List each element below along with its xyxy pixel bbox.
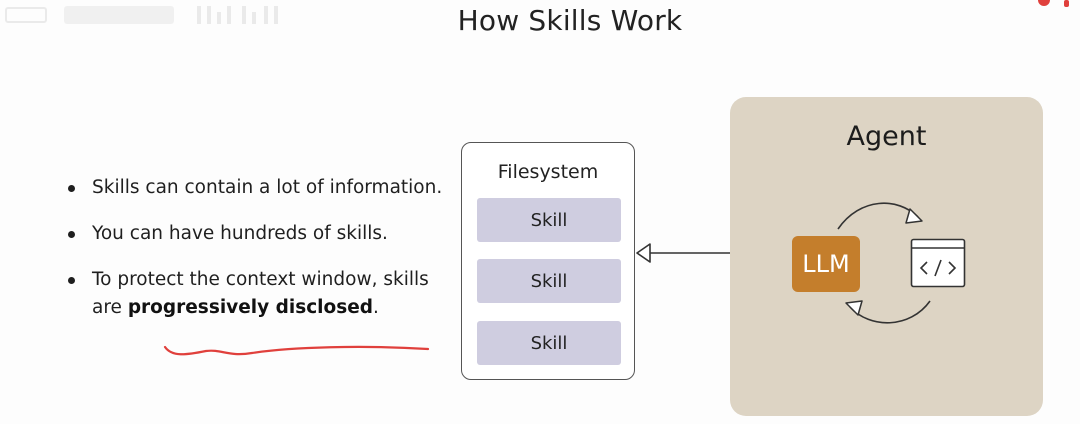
skill-block: Skill <box>477 321 621 365</box>
slide-title: How Skills Work <box>457 4 683 37</box>
bullet-item: You can have hundreds of skills. <box>66 220 446 248</box>
arrow-left-icon <box>636 243 732 263</box>
skill-block: Skill <box>477 259 621 303</box>
bullet-item: To protect the context window, skills ar… <box>66 266 446 322</box>
bullet-text: Skills can contain a lot of information. <box>92 177 443 198</box>
bold-phrase: progressively disclosed <box>127 297 374 318</box>
brand-mark-icon <box>1038 0 1069 7</box>
bullet-text-end: . <box>373 297 379 318</box>
bullet-text: You can have hundreds of skills. <box>92 223 388 244</box>
bullet-item: Skills can contain a lot of information. <box>66 174 446 202</box>
skill-block: Skill <box>477 198 621 242</box>
agent-box: Agent LLM <box>730 97 1043 416</box>
filesystem-box: Filesystem Skill Skill Skill <box>461 142 635 380</box>
agent-label: Agent <box>846 121 927 152</box>
llm-box: LLM <box>792 236 860 292</box>
hand-drawn-underline <box>163 345 430 356</box>
filesystem-label: Filesystem <box>497 161 599 183</box>
bullet-list: Skills can contain a lot of information.… <box>66 174 446 340</box>
code-window-icon <box>910 238 966 288</box>
bullet-text: To protect the context window, skills ar… <box>92 269 429 318</box>
watermark-logo <box>5 6 278 24</box>
